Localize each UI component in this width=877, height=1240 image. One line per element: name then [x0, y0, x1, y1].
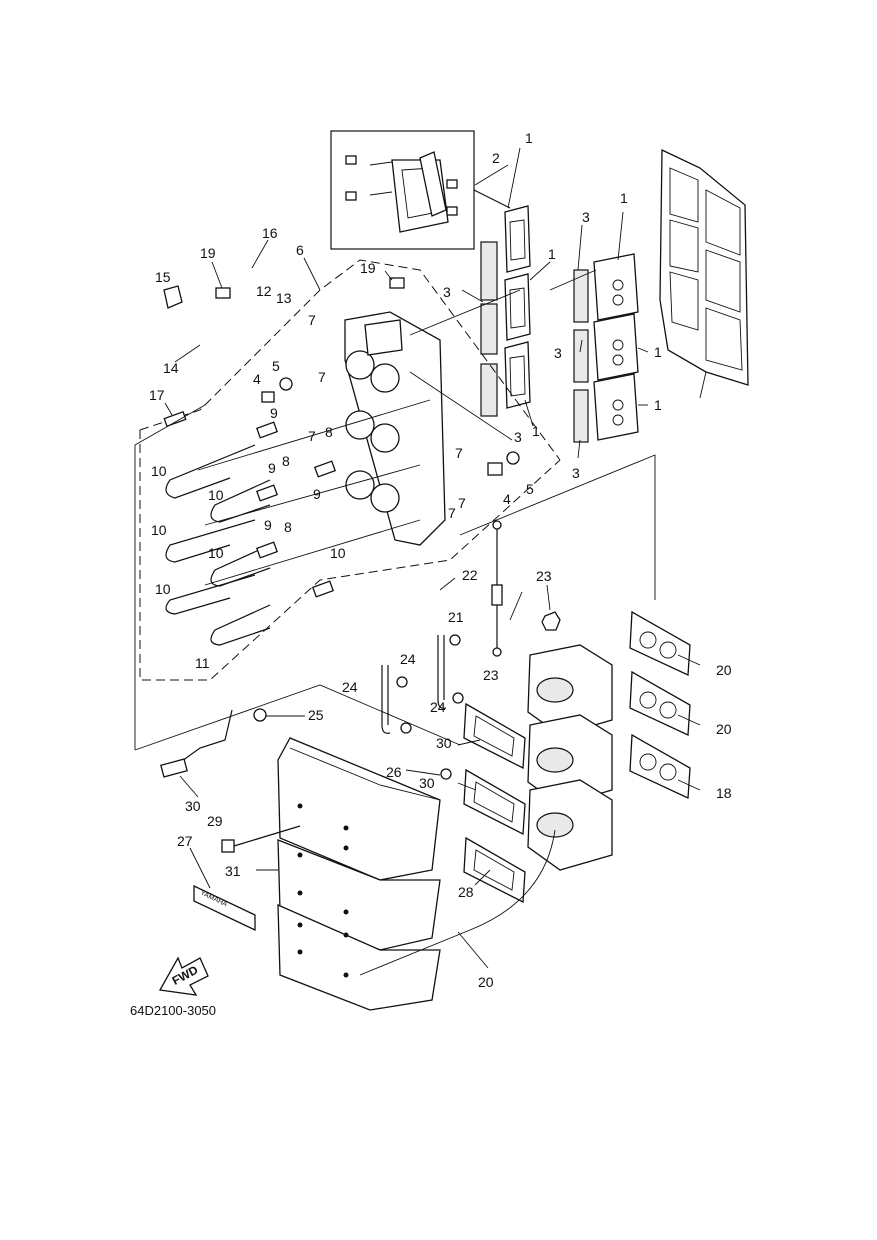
callout-labels: 1 2 1 3 1 3 3 1 3 1 3 1 3 16 6 19 19 15 …: [149, 130, 732, 990]
callout: 1: [654, 397, 662, 413]
decal-28: YAMAHA: [193, 884, 256, 932]
callout: 26: [386, 764, 402, 780]
bolt-31: [221, 825, 301, 853]
callout: 8: [325, 424, 333, 440]
callout: 6: [296, 242, 304, 258]
callout: 7: [448, 505, 456, 521]
throttle-bodies: [527, 644, 613, 871]
callout: 19: [200, 245, 216, 261]
callout: 29: [207, 813, 223, 829]
reed-valve-assembly-right: [573, 253, 639, 443]
callout: 4: [253, 371, 261, 387]
callout: 24: [400, 651, 416, 667]
callout: 17: [149, 387, 165, 403]
callout: 3: [582, 209, 590, 225]
callout: 11: [195, 655, 210, 671]
gasket-18: [659, 148, 749, 386]
callout: 23: [483, 667, 499, 683]
callout: 13: [276, 290, 292, 306]
wire-29: [359, 829, 556, 976]
callout: 1: [532, 423, 540, 439]
callout: 9: [270, 405, 278, 421]
callout: 10: [151, 522, 167, 538]
callout: 16: [262, 225, 278, 241]
callout: 15: [155, 269, 171, 285]
callout: 1: [525, 130, 533, 146]
callout: 3: [572, 465, 580, 481]
dashed-frame: [134, 404, 656, 751]
fittings: [163, 277, 520, 598]
wire-22: [491, 520, 503, 657]
callout: 5: [526, 481, 534, 497]
callout: 4: [503, 491, 511, 507]
callout: 31: [225, 863, 241, 879]
callout: 7: [455, 445, 463, 461]
callout: 10: [330, 545, 346, 561]
callout: 10: [208, 487, 224, 503]
callout: 9: [264, 517, 272, 533]
inset-detail-box: [330, 130, 511, 250]
callout: 23: [536, 568, 552, 584]
callout: 14: [163, 360, 179, 376]
callout: 10: [208, 545, 224, 561]
callout: 1: [654, 344, 662, 360]
callout: 24: [430, 699, 446, 715]
fwd-arrow-icon: FWD: [158, 956, 209, 996]
callout: 12: [256, 283, 272, 299]
nut-21: [541, 611, 561, 631]
callout: 20: [716, 662, 732, 678]
callout: 1: [548, 246, 556, 262]
callout: 28: [458, 884, 474, 900]
callout: 10: [155, 581, 171, 597]
leader-lines: [164, 147, 707, 969]
callout: 9: [313, 486, 321, 502]
callout: 30: [419, 775, 435, 791]
callout: 9: [268, 460, 276, 476]
gaskets-20: [629, 610, 691, 799]
callout: 21: [448, 609, 464, 625]
callout: 22: [462, 567, 478, 583]
callout: 18: [716, 785, 732, 801]
diagram-code: 64D2100-3050: [130, 1003, 216, 1018]
callout: 3: [554, 345, 562, 361]
callout: 8: [282, 453, 290, 469]
callout: 19: [360, 260, 376, 276]
callout: 10: [151, 463, 167, 479]
callout: 20: [478, 974, 494, 990]
callout: 3: [443, 284, 451, 300]
callout: 1: [620, 190, 628, 206]
callout: 8: [284, 519, 292, 535]
silencer-cover-27: [277, 737, 441, 1011]
callout: 20: [716, 721, 732, 737]
callout: 2: [492, 150, 500, 166]
callout: 7: [308, 428, 316, 444]
callout: 30: [436, 735, 452, 751]
callout: 25: [308, 707, 324, 723]
callout: 3: [514, 429, 522, 445]
hose-25: [160, 708, 267, 778]
callout: 27: [177, 833, 193, 849]
callout: 5: [272, 358, 280, 374]
hoses-23: [381, 634, 464, 780]
reed-valve-assembly-upper: [480, 205, 531, 417]
callout: 7: [318, 369, 326, 385]
callout: 7: [308, 312, 316, 328]
callout: 7: [458, 495, 466, 511]
callout: 30: [185, 798, 201, 814]
gaskets-30: [463, 702, 526, 904]
hoses-10: [165, 444, 271, 646]
callout: 24: [342, 679, 358, 695]
